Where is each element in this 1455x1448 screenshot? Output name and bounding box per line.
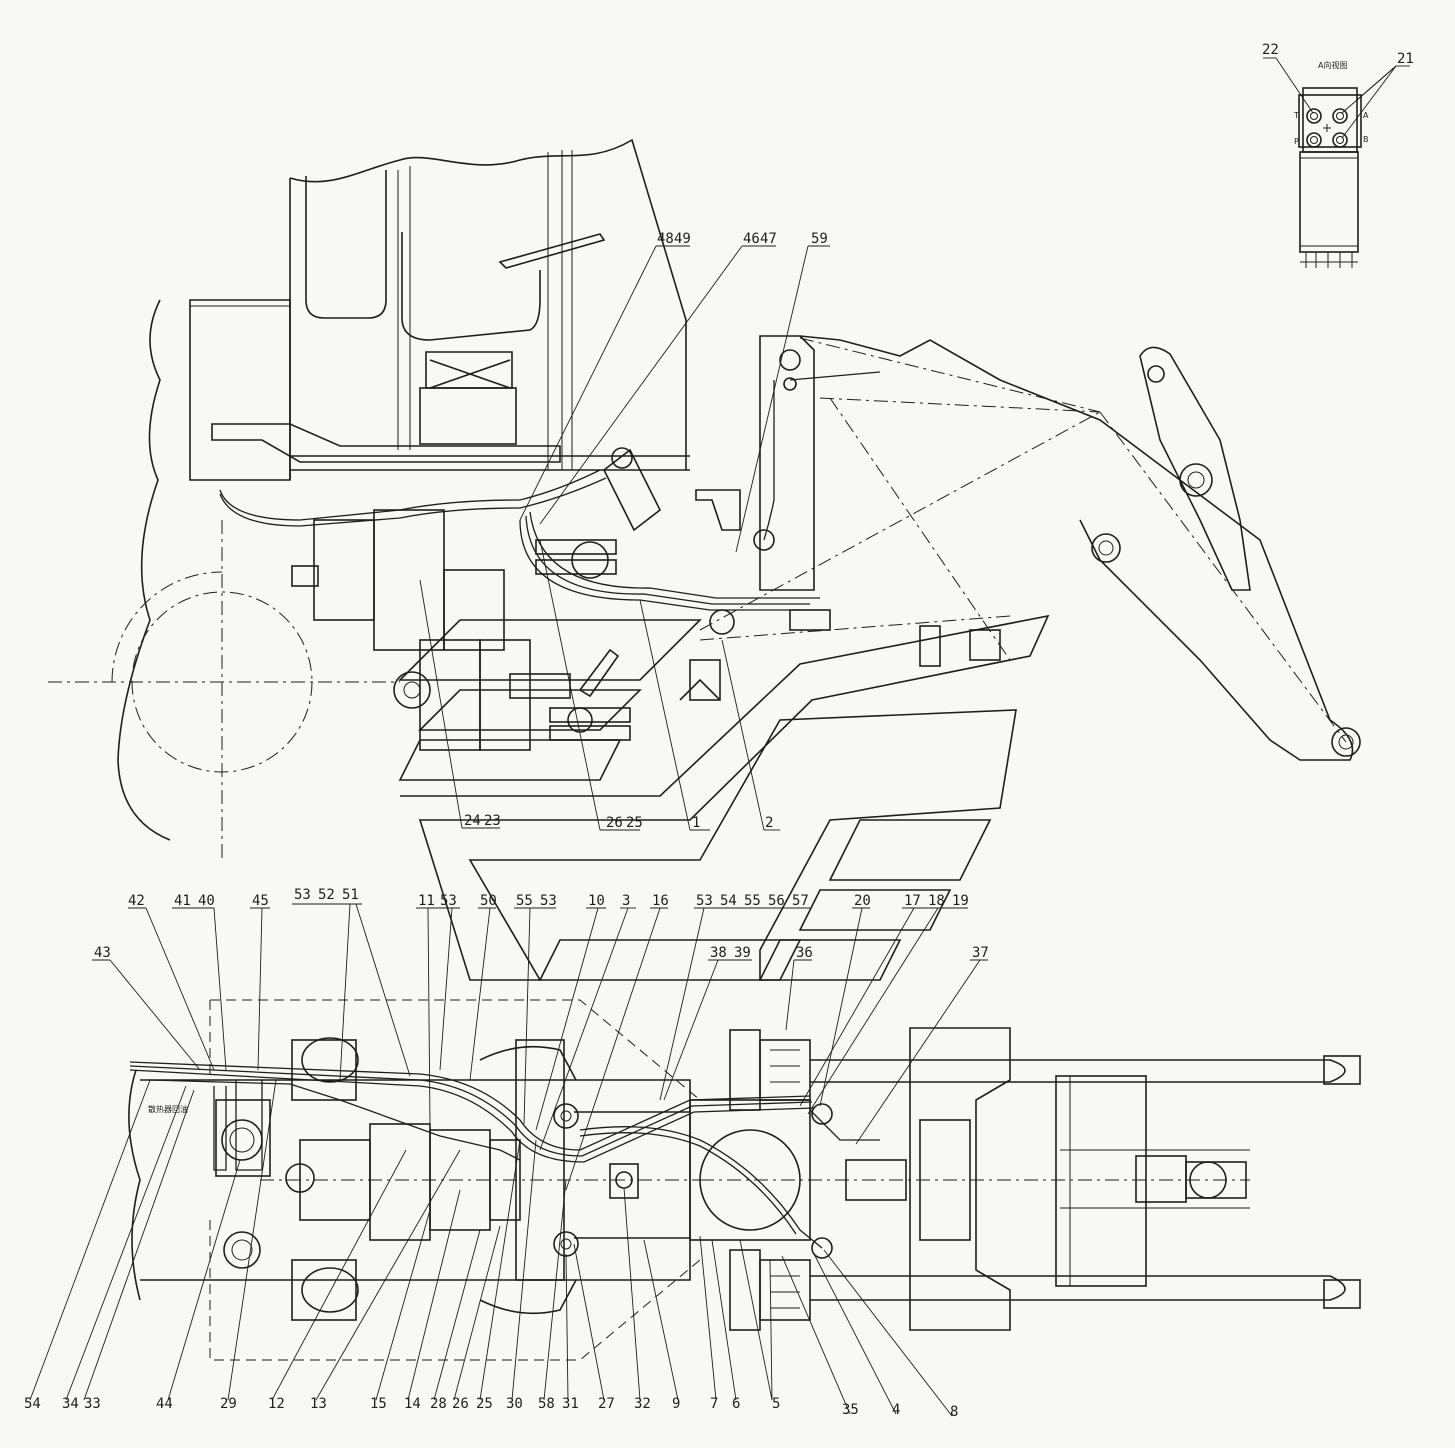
- port-p-label: P: [1294, 137, 1299, 146]
- balloon-56: 56: [768, 893, 785, 909]
- balloon-5: 5: [772, 1396, 780, 1412]
- balloon-14: 14: [404, 1396, 421, 1412]
- balloon-12: 12: [268, 1396, 285, 1412]
- balloon-9: 9: [672, 1396, 680, 1412]
- plan-view-bottom-balloons: 54 34 33 44 29 12 13 15 14 28 26 25 30 5…: [24, 1396, 958, 1420]
- balloon-22: 22: [1262, 42, 1279, 58]
- balloon-8: 8: [950, 1404, 958, 1420]
- balloon-13: 13: [310, 1396, 327, 1412]
- balloon-54-b: 54: [24, 1396, 41, 1412]
- balloon-45: 45: [252, 893, 269, 909]
- balloon-6: 6: [732, 1396, 740, 1412]
- balloon-2: 2: [765, 815, 773, 831]
- balloon-38: 38: [710, 945, 727, 961]
- detail-view-title: A向视图: [1318, 60, 1347, 70]
- balloon-21: 21: [1397, 51, 1414, 67]
- balloon-42: 42: [128, 893, 145, 909]
- radiator-return-note: 散热器回油: [148, 1104, 188, 1114]
- balloon-58: 58: [538, 1396, 555, 1412]
- balloon-26: 26: [606, 815, 623, 831]
- balloon-54-a: 54: [720, 893, 737, 909]
- balloon-53-b: 53: [440, 893, 457, 909]
- balloon-25-b: 25: [476, 1396, 493, 1412]
- balloon-46: 46: [743, 231, 760, 247]
- balloon-7: 7: [710, 1396, 718, 1412]
- balloon-31: 31: [562, 1396, 579, 1412]
- balloon-55-a: 55: [516, 893, 533, 909]
- balloon-18: 18: [928, 893, 945, 909]
- balloon-35: 35: [842, 1402, 859, 1418]
- balloon-17: 17: [904, 893, 921, 909]
- balloon-3: 3: [622, 893, 630, 909]
- balloon-55-b: 55: [744, 893, 761, 909]
- plan-view: 散热器回油: [128, 999, 1361, 1361]
- balloon-1: 1: [692, 815, 700, 831]
- balloon-50: 50: [480, 893, 497, 909]
- plan-view-bottom-leaders: [29, 1079, 953, 1417]
- side-elevation-view: 48 49 46 47 59 24 23 26 25 1 2: [48, 138, 1361, 981]
- plan-view-top-leaders: [92, 903, 988, 1191]
- balloon-36: 36: [796, 945, 813, 961]
- balloon-20: 20: [854, 893, 871, 909]
- balloon-37: 37: [972, 945, 989, 961]
- balloon-57: 57: [792, 893, 809, 909]
- balloon-53-d: 53: [696, 893, 713, 909]
- balloon-52: 52: [318, 887, 335, 903]
- balloon-53-a: 53: [294, 887, 311, 903]
- balloon-40: 40: [198, 893, 215, 909]
- balloon-51: 51: [342, 887, 359, 903]
- balloon-44: 44: [156, 1396, 173, 1412]
- plan-view-top-balloons: 42 41 40 45 43 53 52 51 11 53 50 55 53 1…: [94, 887, 989, 961]
- balloon-4: 4: [892, 1402, 900, 1418]
- balloon-39: 39: [734, 945, 751, 961]
- balloon-59: 59: [811, 231, 828, 247]
- balloon-25: 25: [626, 815, 643, 831]
- balloon-15: 15: [370, 1396, 387, 1412]
- balloon-49: 49: [674, 231, 691, 247]
- steering-unit-detail-view: A向视图 T P A B 22 21: [1262, 42, 1414, 268]
- port-a-label: A: [1363, 111, 1369, 120]
- balloon-41: 41: [174, 893, 191, 909]
- balloon-10: 10: [588, 893, 605, 909]
- balloon-19: 19: [952, 893, 969, 909]
- balloon-48: 48: [657, 231, 674, 247]
- balloon-34: 34: [62, 1396, 79, 1412]
- balloon-28: 28: [430, 1396, 447, 1412]
- port-b-label: B: [1363, 135, 1369, 144]
- balloon-47: 47: [760, 231, 777, 247]
- balloon-32: 32: [634, 1396, 651, 1412]
- balloon-11: 11: [418, 893, 435, 909]
- port-t-label: T: [1293, 111, 1299, 120]
- balloon-27: 27: [598, 1396, 615, 1412]
- balloon-16: 16: [652, 893, 669, 909]
- balloon-29: 29: [220, 1396, 237, 1412]
- balloon-53-c: 53: [540, 893, 557, 909]
- balloon-33: 33: [84, 1396, 101, 1412]
- balloon-43: 43: [94, 945, 111, 961]
- balloon-24: 24: [464, 813, 481, 829]
- balloon-26-b: 26: [452, 1396, 469, 1412]
- balloon-23: 23: [484, 813, 501, 829]
- balloon-30: 30: [506, 1396, 523, 1412]
